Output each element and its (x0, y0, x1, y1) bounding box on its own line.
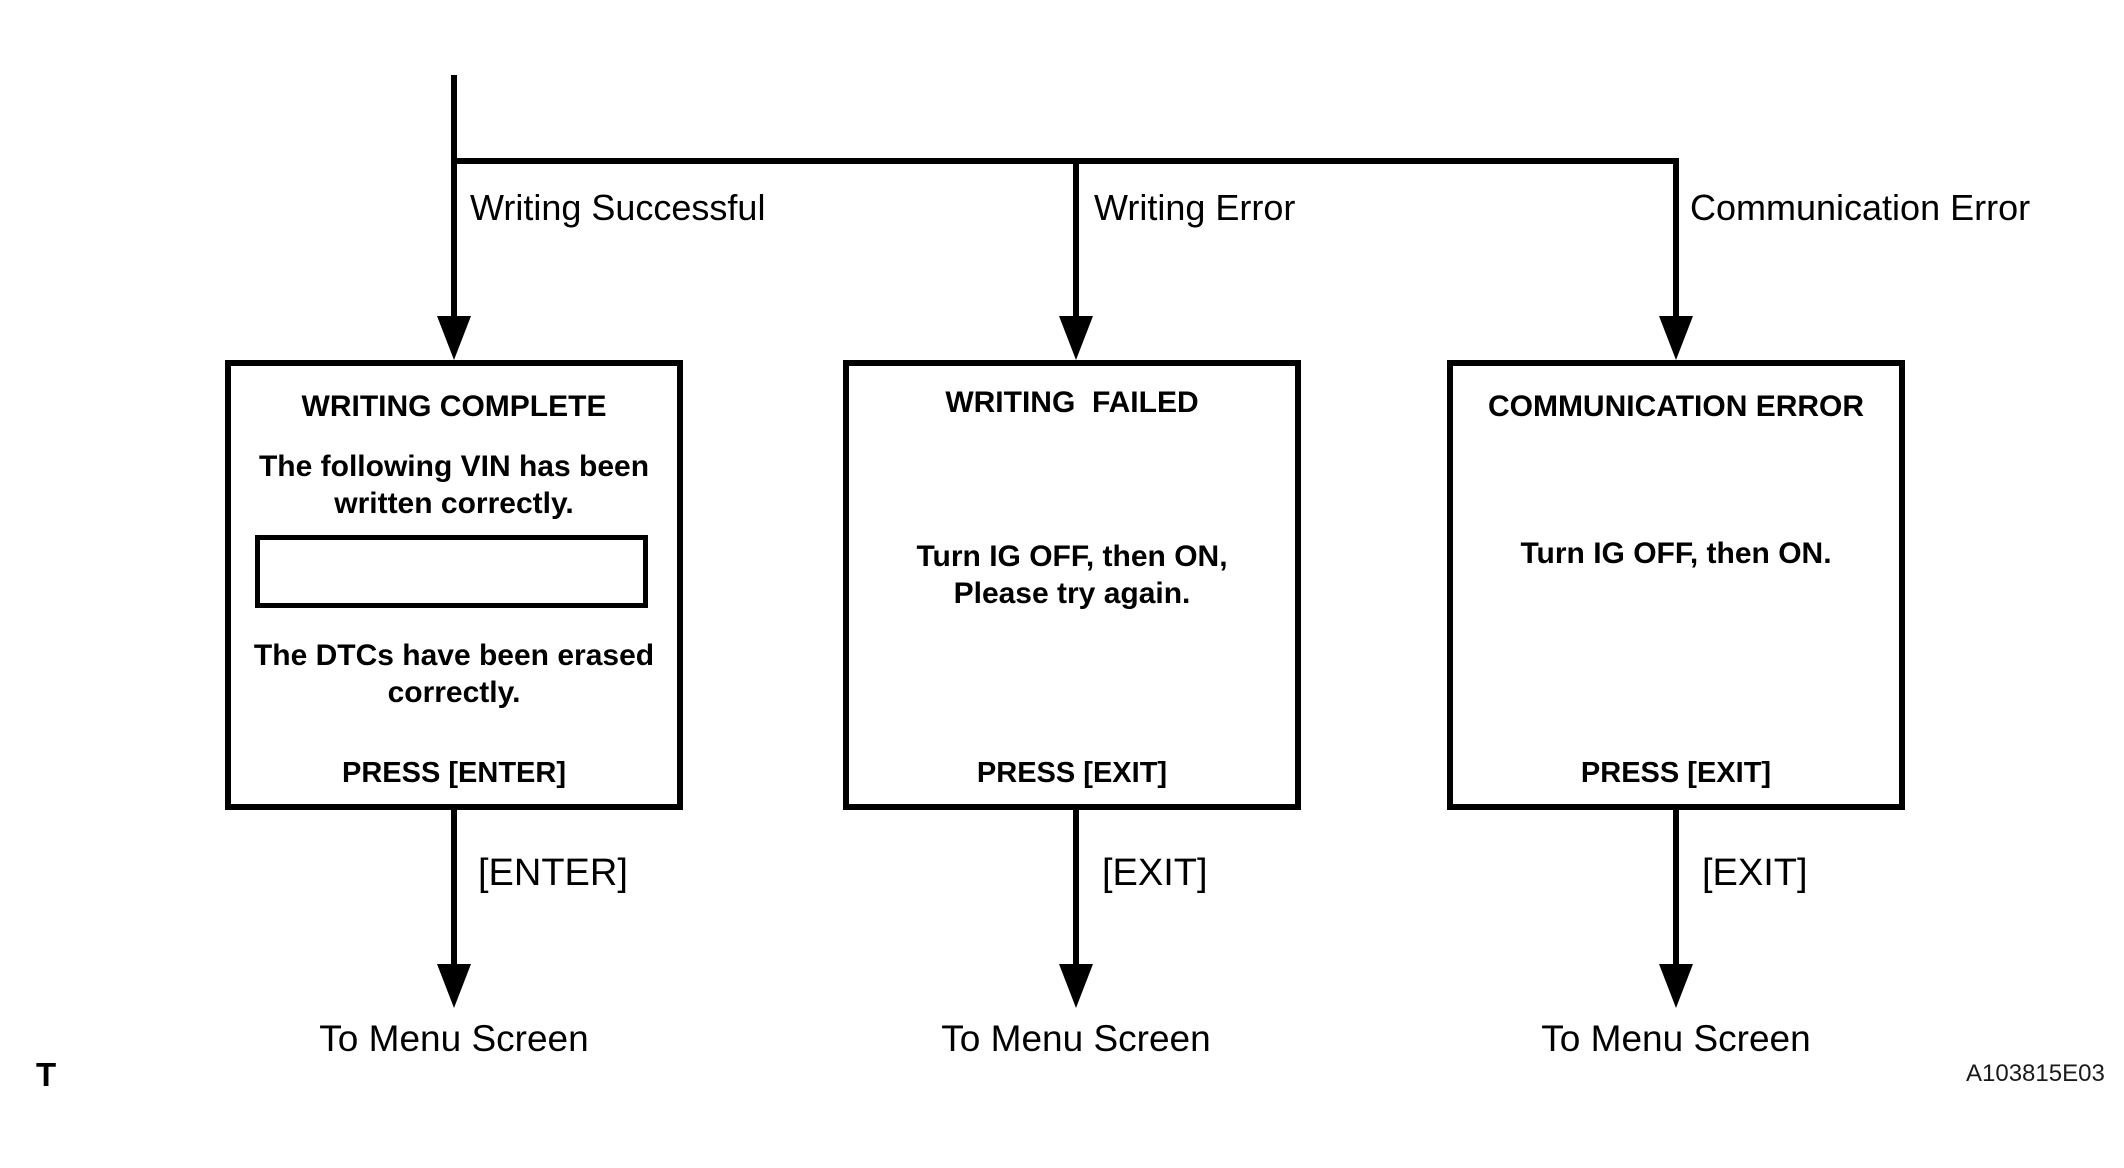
key-label-exit: [EXIT] (1702, 852, 1808, 894)
exit-drop-line (1073, 810, 1079, 966)
arrow-down-icon (1659, 316, 1693, 360)
branch-drop-line (1073, 158, 1079, 318)
branch-drop-line (1673, 158, 1679, 318)
connector-stem (451, 75, 457, 164)
press-instruction: PRESS [ENTER] (342, 757, 566, 789)
exit-drop-line (1673, 810, 1679, 966)
press-instruction: PRESS [EXIT] (1580, 757, 1772, 789)
branch-label-communication-error: Communication Error (1690, 187, 2031, 228)
arrow-down-icon (1059, 964, 1093, 1008)
key-label-exit: [EXIT] (1102, 852, 1208, 894)
destination-label: To Menu Screen (319, 1018, 589, 1059)
screen-title: WRITING COMPLETE (301, 390, 607, 423)
arrow-down-icon (1659, 964, 1693, 1008)
connector-horizontal-rail (451, 158, 1679, 164)
screen-title: WRITING FAILED (945, 386, 1199, 419)
exit-drop-line (451, 810, 457, 966)
branch-drop-line (451, 158, 457, 318)
destination-label: To Menu Screen (941, 1018, 1211, 1059)
arrow-down-icon (1059, 316, 1093, 360)
screen-box-writing-complete: WRITING COMPLETE The following VIN has b… (225, 360, 683, 810)
key-label-enter: [ENTER] (478, 852, 628, 894)
screen-box-writing-failed: WRITING FAILED Turn IG OFF, then ON, Ple… (843, 360, 1301, 810)
screen-message: The DTCs have been erased correctly. (253, 639, 655, 709)
arrow-down-icon (437, 316, 471, 360)
screen-message: Turn IG OFF, then ON, Please try again. (916, 540, 1228, 610)
screen-message: Turn IG OFF, then ON. (1520, 537, 1832, 570)
page-marker: T (36, 1056, 57, 1093)
arrow-down-icon (437, 964, 471, 1008)
figure-id: A103815E03 (1966, 1060, 2105, 1087)
screen-title: COMMUNICATION ERROR (1487, 390, 1865, 423)
vin-display-field (255, 535, 648, 608)
destination-label: To Menu Screen (1541, 1018, 1811, 1059)
screen-message: The following VIN has been written corre… (258, 450, 650, 520)
branch-label-writing-error: Writing Error (1094, 187, 1296, 228)
screen-box-communication-error: COMMUNICATION ERROR Turn IG OFF, then ON… (1447, 360, 1905, 810)
branch-label-writing-successful: Writing Successful (470, 187, 766, 228)
press-instruction: PRESS [EXIT] (976, 757, 1168, 789)
